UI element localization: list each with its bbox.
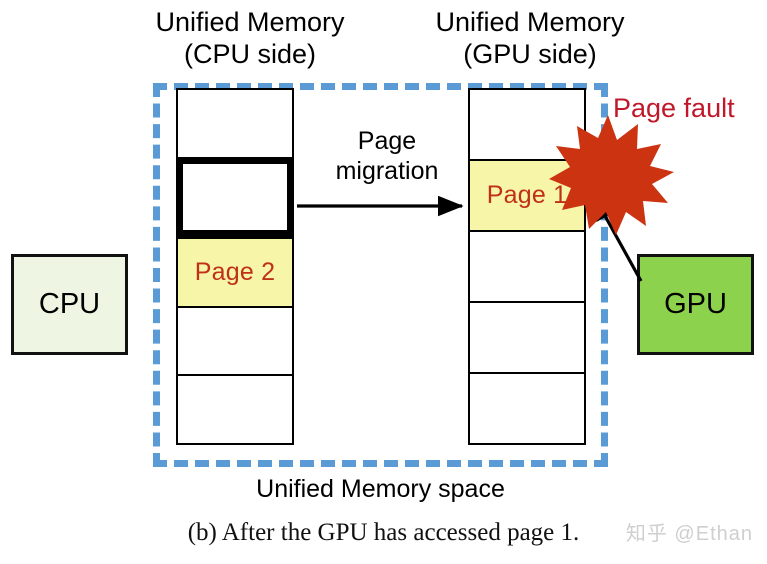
cpu-memory-cell-label: Page 2 <box>194 257 276 286</box>
gpu-memory-title: Unified Memory (GPU side) <box>435 7 625 69</box>
gpu-block-label: GPU <box>664 288 727 320</box>
gpu-memory-column: Page 1 <box>468 88 586 445</box>
gpu-block: GPU <box>637 254 754 355</box>
cpu-memory-title: Unified Memory (CPU side) <box>155 7 345 69</box>
cpu-memory-column: Page 2 <box>176 88 294 445</box>
cpu-memory-cell-0 <box>176 88 294 157</box>
gpu-memory-cell-4 <box>468 372 586 445</box>
cpu-memory-cell-3 <box>176 305 294 375</box>
gpu-memory-cell-0 <box>468 88 586 159</box>
gpu-memory-cell-1: Page 1 <box>468 159 586 230</box>
gpu-memory-cell-label: Page 1 <box>486 181 568 209</box>
watermark: 知乎 @Ethan <box>625 523 753 545</box>
page-migration-label: Page migration <box>335 127 439 185</box>
cpu-memory-cell-4 <box>176 374 294 445</box>
unified-memory-space-caption: Unified Memory space <box>256 475 505 503</box>
gpu-memory-cell-3 <box>468 301 586 372</box>
cpu-memory-cell-1 <box>176 156 294 238</box>
cpu-block: CPU <box>11 254 128 355</box>
figure-caption: (b) After the GPU has accessed page 1. <box>187 519 580 546</box>
cpu-block-label: CPU <box>38 288 101 320</box>
cpu-memory-cell-2: Page 2 <box>176 237 294 306</box>
page-fault-label: Page fault <box>613 93 735 123</box>
gpu-memory-cell-2 <box>468 230 586 301</box>
